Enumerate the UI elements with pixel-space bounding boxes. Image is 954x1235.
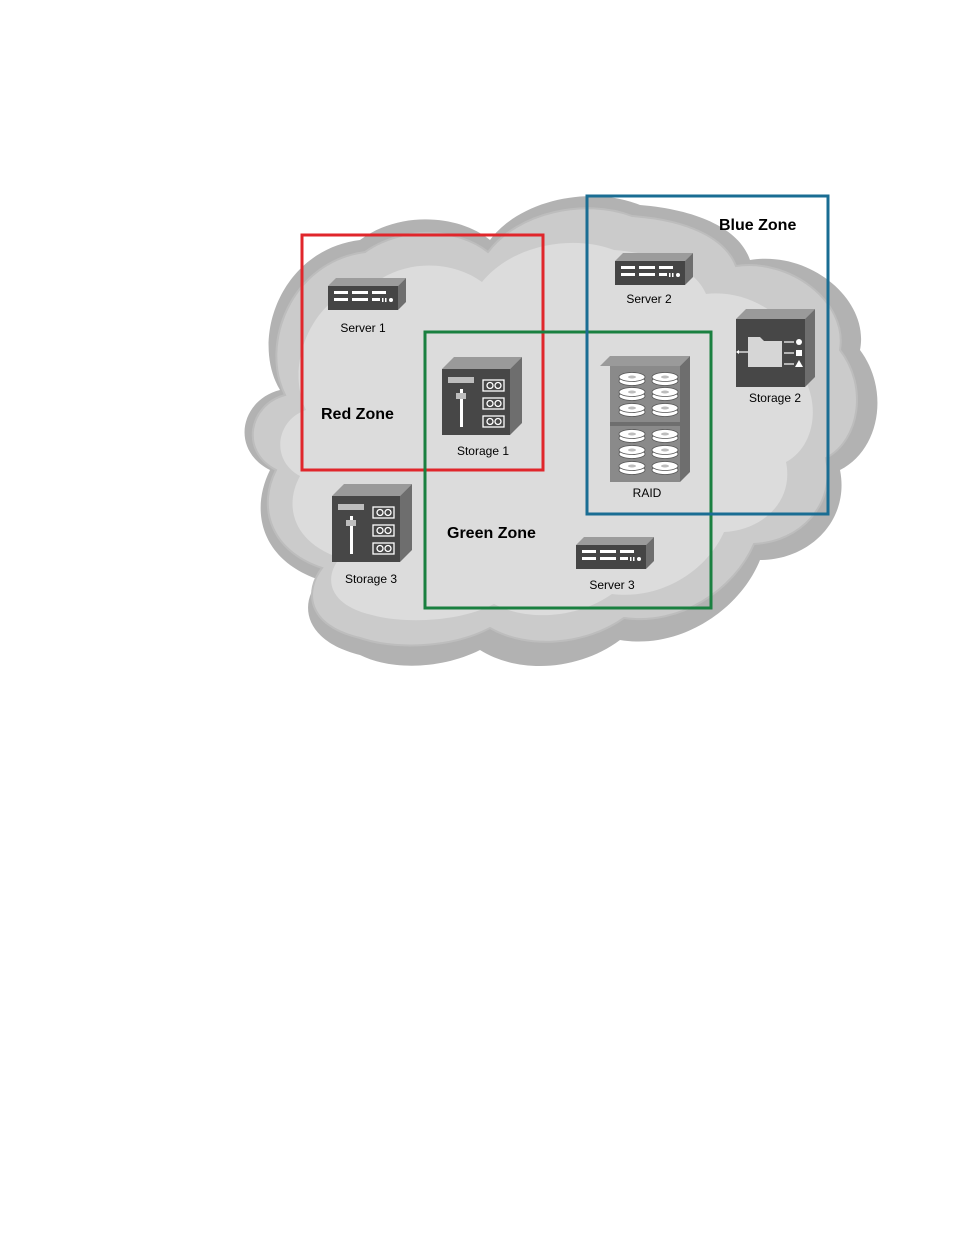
storage-1-label: Storage 1 (457, 444, 509, 458)
server-1-label: Server 1 (340, 321, 386, 335)
raid-array[interactable]: RAID (600, 356, 690, 500)
server-icon (615, 253, 693, 285)
server-3-label: Server 3 (589, 578, 635, 592)
storage-icon (332, 484, 412, 562)
server-icon (328, 278, 406, 310)
raid-icon (600, 356, 690, 482)
storage-icon (442, 357, 522, 435)
storage-folder-icon (736, 309, 815, 387)
blue-zone-title: Blue Zone (719, 217, 796, 234)
red-zone-title: Red Zone (321, 406, 394, 423)
green-zone-title: Green Zone (447, 525, 536, 542)
server-icon (576, 537, 654, 569)
storage-3-label: Storage 3 (345, 572, 397, 586)
storage-2-label: Storage 2 (749, 391, 801, 405)
raid-label: RAID (633, 486, 662, 500)
server-2-label: Server 2 (626, 292, 672, 306)
